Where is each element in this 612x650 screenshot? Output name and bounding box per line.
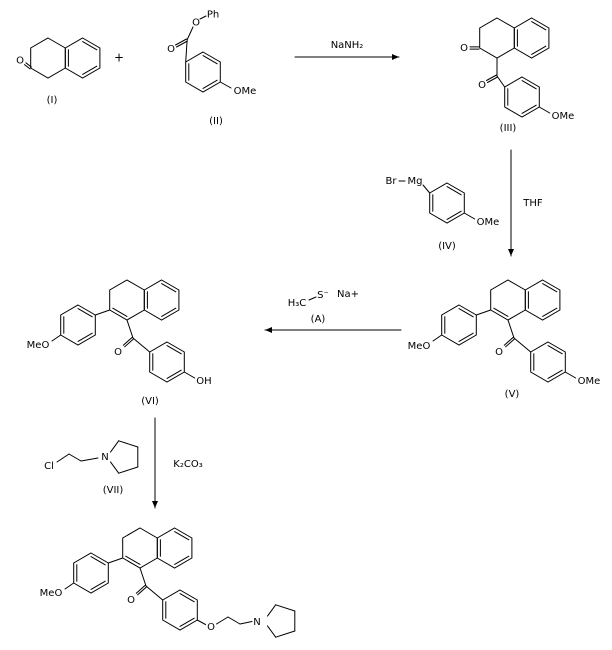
nitrogen-label: N	[253, 617, 260, 628]
caption-compound-v: (V)	[505, 389, 520, 400]
caption-compound-iv: (IV)	[438, 241, 456, 252]
compound-vi-bonds	[51, 279, 196, 383]
carbonyl-oxygen-label: O	[495, 347, 503, 358]
caption-reagent-a: (A)	[311, 314, 326, 325]
methoxy-left-label: MeO	[27, 340, 50, 351]
thiolate-sulfide-label: S⁻	[317, 290, 329, 301]
caption-compound-vi: (VI)	[141, 396, 159, 407]
methoxy-label: OMe	[552, 111, 575, 122]
product-structure: MeO O O N	[40, 527, 296, 638]
caption-compound-iii: (III)	[500, 123, 517, 134]
carbonyl-oxygen-label: O	[127, 595, 135, 606]
magnesium-label: Mg	[408, 176, 423, 187]
arrow-step1: NaNH₂	[294, 40, 400, 60]
compound-i-structure: O (I)	[16, 37, 101, 106]
compound-iv-bonds	[398, 180, 476, 224]
methoxy-right-label: OMe	[578, 376, 601, 387]
nitrogen-label: N	[101, 452, 108, 463]
benzoyl-oxygen-label: O	[478, 80, 486, 91]
ketone-oxygen-label: O	[16, 56, 24, 67]
arrow-step3: H₃C S⁻ Na+ (A)	[264, 289, 402, 333]
ester-carbonyl-oxygen-label: O	[167, 44, 175, 55]
bromine-label: Br	[386, 176, 398, 187]
caption-compound-ii: (II)	[209, 116, 223, 127]
caption-compound-i: (I)	[47, 95, 58, 106]
compound-vi-structure: MeO O OH (VI)	[27, 279, 212, 407]
thiolate-sodium-label: Na+	[337, 289, 359, 300]
ester-oxygen-label: O	[192, 18, 200, 29]
ketone-oxygen-label: O	[460, 43, 468, 54]
compound-iii-structure: O O OMe (III)	[460, 17, 575, 134]
compound-v-structure: MeO O OMe (V)	[408, 279, 601, 400]
compound-iv-structure: Br Mg OMe (IV)	[386, 176, 500, 252]
methoxy-label: OMe	[234, 86, 257, 97]
compound-vii-structure: Cl N (VII)	[44, 440, 139, 496]
arrow-step4: K₂CO₃	[152, 417, 203, 509]
base-step4-label: K₂CO₃	[173, 459, 202, 470]
methoxy-label: OMe	[477, 217, 500, 228]
caption-compound-vii: (VII)	[103, 485, 124, 496]
plus-sign: +	[114, 51, 124, 65]
hydroxyl-label: OH	[196, 376, 211, 387]
carbonyl-oxygen-label: O	[114, 347, 122, 358]
compound-ii-bonds	[175, 15, 232, 93]
solvent-step2-label: THF	[522, 198, 543, 209]
compound-vii-bonds	[56, 440, 139, 474]
compound-i-bonds	[24, 37, 101, 79]
compound-iii-bonds	[469, 17, 551, 118]
thiolate-methyl-label: H₃C	[288, 298, 307, 309]
phenyl-label: Ph	[207, 10, 219, 21]
reagent-step1-label: NaNH₂	[331, 40, 364, 51]
compound-ii-structure: O O Ph OMe (II)	[167, 10, 256, 128]
arrow-step2: THF	[508, 149, 543, 257]
compound-v-bonds	[432, 279, 577, 383]
chlorine-label: Cl	[44, 461, 54, 472]
product-bonds	[64, 527, 296, 638]
ether-oxygen-label: O	[207, 622, 215, 633]
methoxy-left-label: MeO	[40, 588, 63, 599]
methoxy-left-label: MeO	[408, 341, 431, 352]
